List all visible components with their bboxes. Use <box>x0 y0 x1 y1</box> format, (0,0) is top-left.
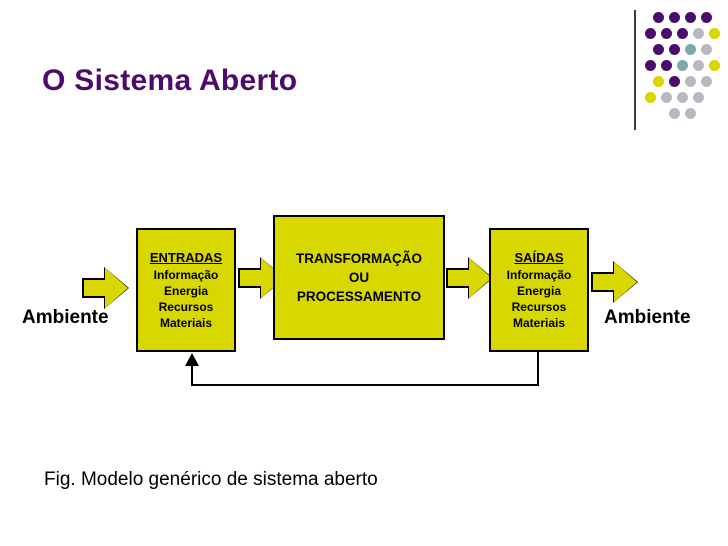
feedback-line-left <box>191 365 193 386</box>
logo-dot-6 <box>677 28 688 39</box>
label-ambiente-right: Ambiente <box>604 307 691 328</box>
box-entradas-line-1: Informação <box>153 268 219 282</box>
logo-dot-21 <box>701 76 712 87</box>
logo-dot-19 <box>669 76 680 87</box>
logo-dot-13 <box>645 60 656 71</box>
dot-grid-logo <box>645 12 720 122</box>
arrow-in-from-environment-icon <box>82 267 129 309</box>
box-saidas-line-1: Informação <box>506 268 572 282</box>
logo-dot-11 <box>685 44 696 55</box>
arrow-out-to-environment-icon <box>591 261 638 303</box>
box-entradas-line-3: Recursos <box>158 300 214 314</box>
box-transformacao-line-2: OU <box>348 270 370 285</box>
box-transformacao: TRANSFORMAÇÃO OU PROCESSAMENTO <box>273 215 445 340</box>
logo-dot-4 <box>645 28 656 39</box>
feedback-arrowhead-icon <box>185 353 199 366</box>
logo-dot-24 <box>677 92 688 103</box>
logo-dot-22 <box>645 92 656 103</box>
box-entradas-line-4: Materiais <box>159 316 213 330</box>
logo-divider-rule <box>634 10 636 130</box>
box-saidas-line-2: Energia <box>516 284 561 298</box>
logo-dot-5 <box>661 28 672 39</box>
logo-dot-17 <box>709 60 720 71</box>
box-transformacao-line-1: TRANSFORMAÇÃO <box>296 251 422 266</box>
logo-dot-26 <box>669 108 680 119</box>
feedback-line-right <box>537 352 539 386</box>
box-entradas-header: ENTRADAS <box>149 250 223 265</box>
feedback-line-bottom <box>191 384 539 386</box>
logo-dot-0 <box>653 12 664 23</box>
box-saidas-line-3: Recursos <box>511 300 567 314</box>
arrow-transformacao-to-saidas-icon <box>446 257 493 299</box>
logo-dot-9 <box>653 44 664 55</box>
logo-dot-8 <box>709 28 720 39</box>
logo-dot-16 <box>693 60 704 71</box>
box-saidas-line-4: Materiais <box>512 316 566 330</box>
logo-dot-25 <box>693 92 704 103</box>
logo-dot-3 <box>701 12 712 23</box>
page-title: O Sistema Aberto <box>42 64 298 97</box>
box-transformacao-line-3: PROCESSAMENTO <box>296 289 422 304</box>
logo-dot-12 <box>701 44 712 55</box>
logo-dot-10 <box>669 44 680 55</box>
logo-dot-2 <box>685 12 696 23</box>
logo-dot-27 <box>685 108 696 119</box>
figure-caption: Fig. Modelo genérico de sistema aberto <box>44 469 378 490</box>
box-saidas-header: SAÍDAS <box>514 250 564 265</box>
box-entradas: ENTRADAS Informação Energia Recursos Mat… <box>136 228 236 352</box>
box-saidas: SAÍDAS Informação Energia Recursos Mater… <box>489 228 589 352</box>
logo-dot-18 <box>653 76 664 87</box>
logo-dot-15 <box>677 60 688 71</box>
logo-dot-20 <box>685 76 696 87</box>
logo-dot-7 <box>693 28 704 39</box>
logo-dot-1 <box>669 12 680 23</box>
label-ambiente-left: Ambiente <box>22 307 109 328</box>
logo-dot-23 <box>661 92 672 103</box>
box-entradas-line-2: Energia <box>163 284 208 298</box>
logo-dot-14 <box>661 60 672 71</box>
